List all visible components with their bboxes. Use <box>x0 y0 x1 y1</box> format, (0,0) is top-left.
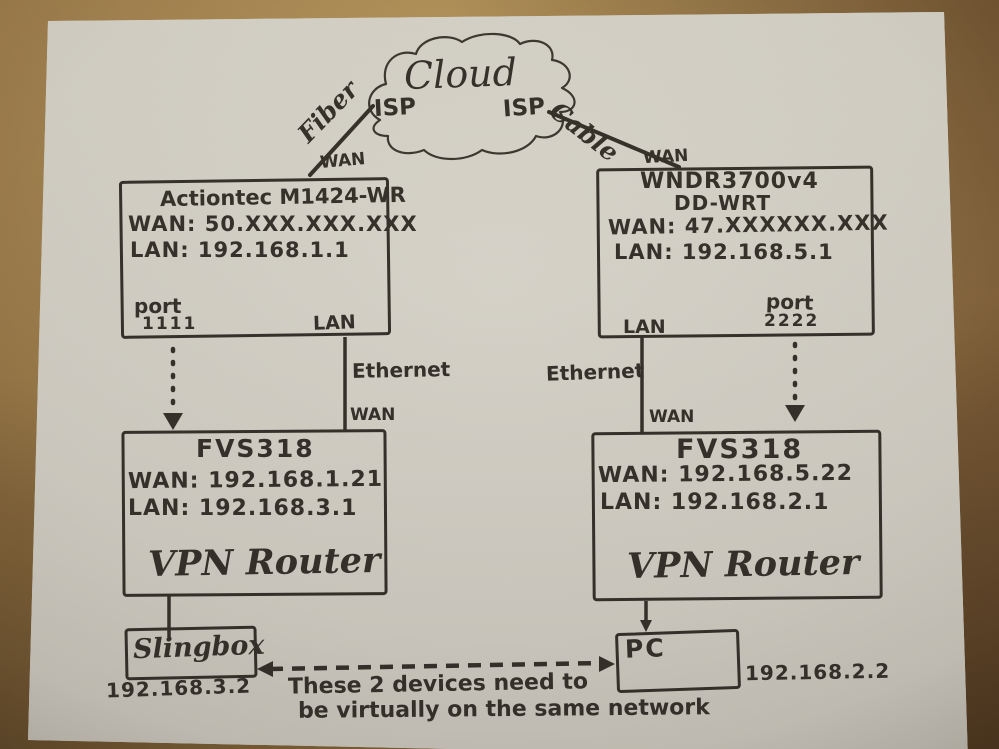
router-right-wan: WAN: 47.XXXXXX.XXX <box>607 210 889 240</box>
wan-vpn-left-label: WAN <box>350 405 396 425</box>
pc-label: PC <box>624 633 667 664</box>
router-left-lan: LAN: 192.168.1.1 <box>130 238 350 262</box>
cable-line <box>547 110 681 169</box>
drop-arrowhead-pc <box>640 620 652 632</box>
note-line-1: These 2 devices need to <box>287 669 589 700</box>
vpn-left-lan: LAN: 192.168.3.1 <box>128 496 358 521</box>
ethernet-left-label: Ethernet <box>351 357 451 383</box>
wan-cloud-right-label: WAN <box>642 145 689 169</box>
dashed-link-line <box>269 660 603 672</box>
vpn-right-caption: VPN Router <box>626 541 860 588</box>
dotted-arrowhead-right <box>785 405 805 422</box>
cloud-shape <box>368 32 576 160</box>
router-left-title: Actiontec M1424-WR <box>159 182 407 212</box>
vpn-left-caption: VPN Router <box>147 539 381 586</box>
router-left-lan-port-label: LAN <box>312 311 357 335</box>
router-right-lan: LAN: 192.168.5.1 <box>614 240 834 264</box>
router-left-port-label: port <box>134 294 182 318</box>
router-right-port-number: 2222 <box>764 311 820 331</box>
vpn-right-lan: LAN: 192.168.2.1 <box>600 490 830 515</box>
vpn-left-wan: WAN: 192.168.1.21 <box>127 466 384 495</box>
note-line-2: be virtually on the same network <box>297 695 710 724</box>
vpn-left-model: FVS318 <box>196 434 315 463</box>
fiber-line <box>308 104 375 177</box>
vpn-right-model: FVS318 <box>676 434 804 465</box>
vpn-right-wan: WAN: 192.168.5.22 <box>597 460 854 489</box>
cloud-label: Cloud <box>403 50 518 98</box>
dotted-arrowhead-left <box>163 413 183 430</box>
isp-right-label: ISP <box>502 93 546 123</box>
router-right-title: WNDR3700v4 <box>640 169 819 194</box>
wan-cloud-left-label: WAN <box>319 149 367 173</box>
router-right-subtitle: DD-WRT <box>674 191 772 215</box>
slingbox-label: Slingbox <box>132 629 266 666</box>
router-right-lan-port-label: LAN <box>623 316 666 338</box>
ethernet-right-label: Ethernet <box>545 358 645 386</box>
wan-vpn-right-label: WAN <box>649 407 695 427</box>
dashed-arrowhead-left <box>257 661 273 677</box>
dashed-arrowhead-right <box>599 656 615 672</box>
pc-ip: 192.168.2.2 <box>744 658 891 686</box>
router-left-wan: WAN: 50.XXX.XXX.XXX <box>128 212 418 236</box>
isp-left-label: ISP <box>373 93 417 123</box>
router-left-port-number: 1111 <box>142 314 198 334</box>
slingbox-ip: 192.168.3.2 <box>105 673 252 703</box>
